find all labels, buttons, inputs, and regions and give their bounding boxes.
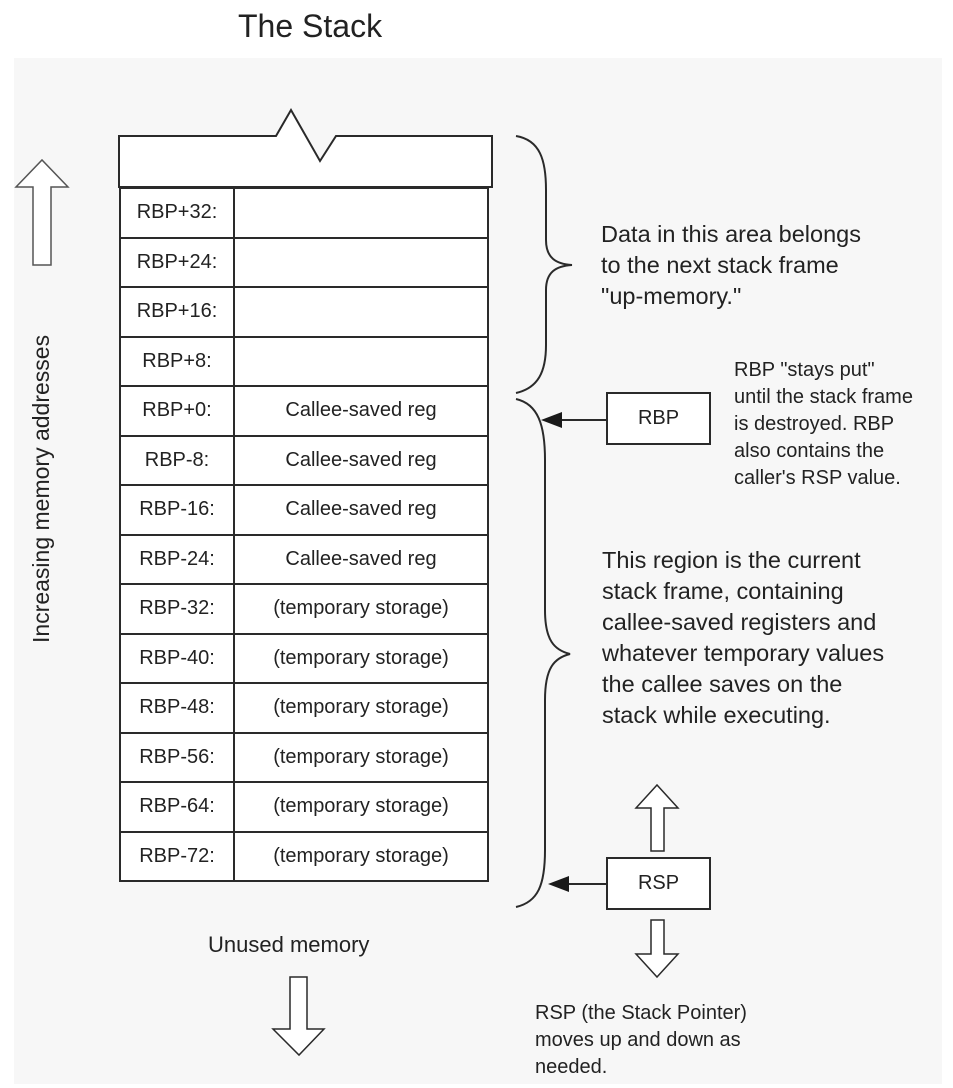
stack-row: RBP-8:Callee-saved reg (119, 434, 489, 486)
stack-row-value (233, 335, 489, 387)
stack-row-address: RBP-16: (119, 484, 235, 536)
next-frame-note-line: Data in this area belongs (601, 221, 861, 247)
stack-row-address: RBP-72: (119, 830, 235, 882)
stack-row: RBP+32: (119, 187, 489, 239)
stack-row: RBP-40:(temporary storage) (119, 632, 489, 684)
stack-row-address: RBP-64: (119, 781, 235, 833)
stack-rows: RBP+32:RBP+24:RBP+16:RBP+8:RBP+0:Callee-… (119, 187, 489, 882)
stack-row-address: RBP-56: (119, 731, 235, 783)
current-frame-note-line: whatever temporary values (602, 640, 885, 666)
stack-row-address: RBP-8: (119, 434, 235, 486)
increasing-address-arrow-icon (14, 158, 70, 266)
next-frame-note-line: "up-memory." (601, 283, 742, 309)
rbp-note: RBP "stays put" until the stack frame is… (734, 357, 913, 492)
next-frame-note-line: to the next stack frame (601, 252, 839, 278)
stack-row-value (233, 286, 489, 338)
stack-row-value: (temporary storage) (233, 583, 489, 635)
current-frame-note-line: the callee saves on the (602, 671, 843, 697)
next-frame-note: Data in this area belongs to the next st… (601, 219, 861, 312)
stack-row: RBP-72:(temporary storage) (119, 830, 489, 882)
stack-row-value (233, 236, 489, 288)
stack-row: RBP+0:Callee-saved reg (119, 385, 489, 437)
stack-row: RBP-64:(temporary storage) (119, 781, 489, 833)
unused-memory-label: Unused memory (208, 932, 370, 957)
stack-row-address: RBP+8: (119, 335, 235, 387)
stack-row: RBP+24: (119, 236, 489, 288)
stack-row: RBP-24:Callee-saved reg (119, 533, 489, 585)
stack-row-value: Callee-saved reg (233, 385, 489, 437)
stack-row-address: RBP+24: (119, 236, 235, 288)
stack-row: RBP-48:(temporary storage) (119, 682, 489, 734)
stack-row-address: RBP-40: (119, 632, 235, 684)
stack-row: RBP-32:(temporary storage) (119, 583, 489, 635)
stack-row-value: Callee-saved reg (233, 484, 489, 536)
current-frame-note-line: stack frame, containing (602, 578, 844, 604)
current-frame-note: This region is the current stack frame, … (602, 545, 884, 731)
rsp-note-line: moves up and down as (535, 1029, 741, 1051)
stack-row-address: RBP-48: (119, 682, 235, 734)
rbp-pointer-arrowhead-icon (541, 412, 562, 428)
stack-row-address: RBP+0: (119, 385, 235, 437)
next-frame-brace (515, 135, 573, 394)
stack-table: RBP+32:RBP+24:RBP+16:RBP+8:RBP+0:Callee-… (119, 187, 489, 882)
current-frame-note-line: This region is the current (602, 547, 861, 573)
rsp-note: RSP (the Stack Pointer) moves up and dow… (535, 1000, 747, 1081)
rbp-note-line: caller's RSP value. (734, 467, 901, 489)
rbp-note-line: is destroyed. RBP (734, 413, 895, 435)
current-frame-brace (515, 398, 571, 908)
rbp-register-box: RBP (606, 392, 711, 445)
current-frame-note-line: stack while executing. (602, 702, 831, 728)
stack-row: RBP+8: (119, 335, 489, 387)
stack-row-value: (temporary storage) (233, 632, 489, 684)
stack-row-address: RBP-24: (119, 533, 235, 585)
stack-row-value: (temporary storage) (233, 682, 489, 734)
rsp-note-line: needed. (535, 1056, 608, 1078)
rbp-note-line: also contains the (734, 440, 885, 462)
stack-row-value: (temporary storage) (233, 731, 489, 783)
stack-row-address: RBP+16: (119, 286, 235, 338)
stack-row-value: (temporary storage) (233, 781, 489, 833)
stack-row-address: RBP-32: (119, 583, 235, 635)
rsp-register-box: RSP (606, 857, 711, 910)
stack-row: RBP+16: (119, 286, 489, 338)
stack-row-address: RBP+32: (119, 187, 235, 239)
unused-memory-down-arrow-icon (271, 976, 326, 1057)
stack-top-cell (118, 107, 493, 188)
rsp-up-arrow-icon (634, 783, 680, 852)
rsp-note-line: RSP (the Stack Pointer) (535, 1002, 747, 1024)
rbp-note-line: RBP "stays put" (734, 359, 875, 381)
stack-row-value: (temporary storage) (233, 830, 489, 882)
stack-row-value: Callee-saved reg (233, 533, 489, 585)
diagram-title: The Stack (238, 8, 383, 44)
stack-row-value: Callee-saved reg (233, 434, 489, 486)
stack-row-value (233, 187, 489, 239)
stack-row: RBP-16:Callee-saved reg (119, 484, 489, 536)
stack-row: RBP-56:(temporary storage) (119, 731, 489, 783)
rsp-down-arrow-icon (634, 919, 680, 979)
rbp-note-line: until the stack frame (734, 386, 913, 408)
rsp-pointer-arrowhead-icon (548, 876, 569, 892)
current-frame-note-line: callee-saved registers and (602, 609, 877, 635)
